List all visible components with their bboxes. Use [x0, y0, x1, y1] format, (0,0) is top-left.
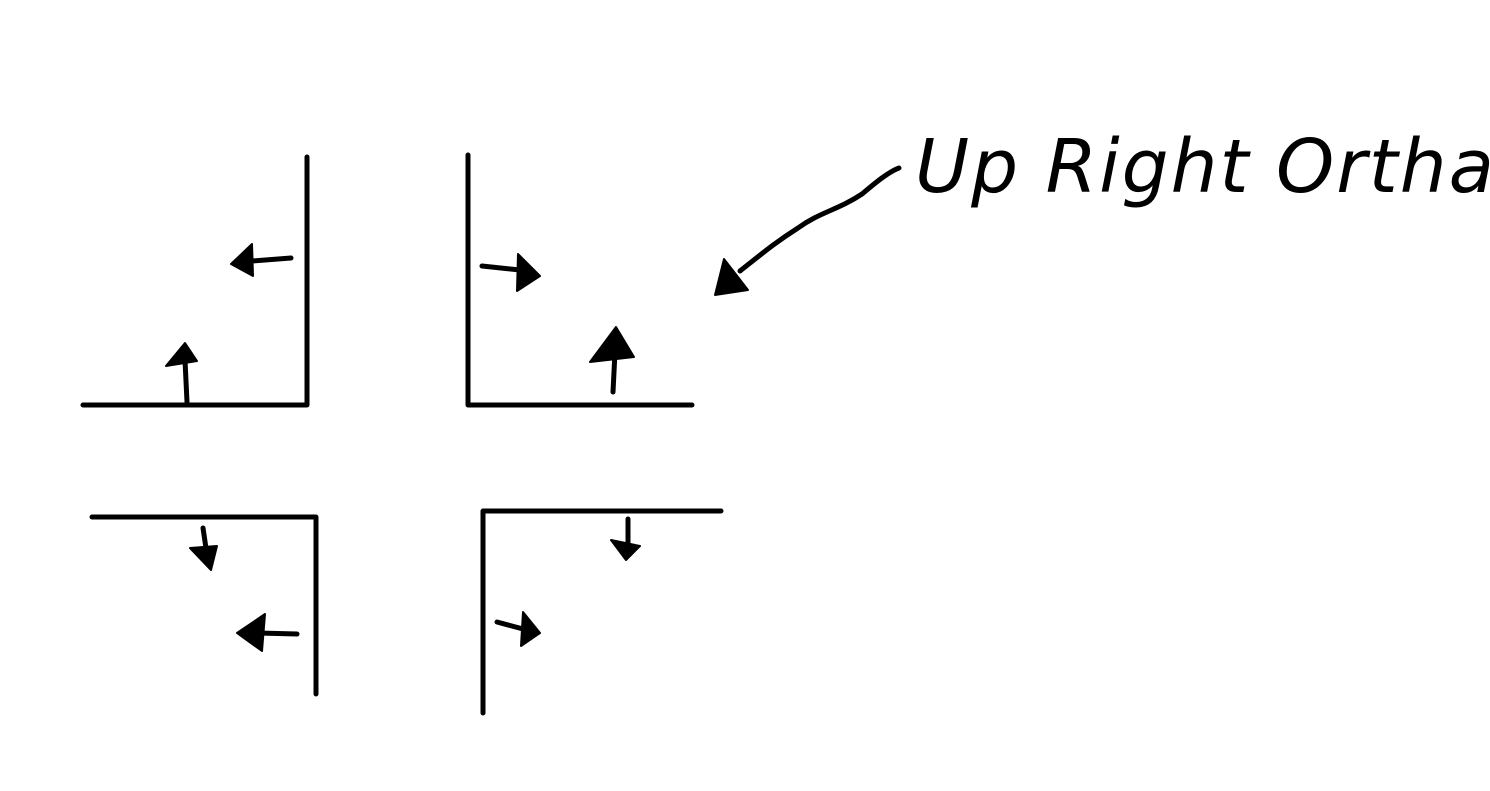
panel-top-right	[465, 152, 695, 408]
panel-top-left-axes	[80, 154, 310, 408]
pointer-arrowhead-icon	[714, 258, 749, 296]
panel-top-right-axes	[465, 152, 695, 408]
arrow-down-icon	[610, 516, 641, 561]
arrow-left-icon	[230, 243, 294, 277]
arrow-left-icon	[236, 613, 300, 652]
arrow-up-icon	[589, 326, 635, 395]
panel-bottom-right-axes	[480, 508, 724, 716]
panel-bottom-left-axes	[89, 514, 319, 697]
arrow-up-icon	[165, 342, 198, 405]
arrow-down-icon	[189, 525, 218, 571]
panel-bottom-right	[480, 508, 724, 716]
annotation-label: Up Right Orthant	[915, 124, 1490, 210]
panel-top-left	[80, 154, 310, 408]
panel-bottom-left	[89, 514, 319, 697]
arrow-right-icon	[479, 253, 541, 292]
arrow-right-icon	[494, 611, 541, 647]
pointer-curve	[737, 165, 902, 274]
annotation-pointer	[714, 165, 902, 296]
